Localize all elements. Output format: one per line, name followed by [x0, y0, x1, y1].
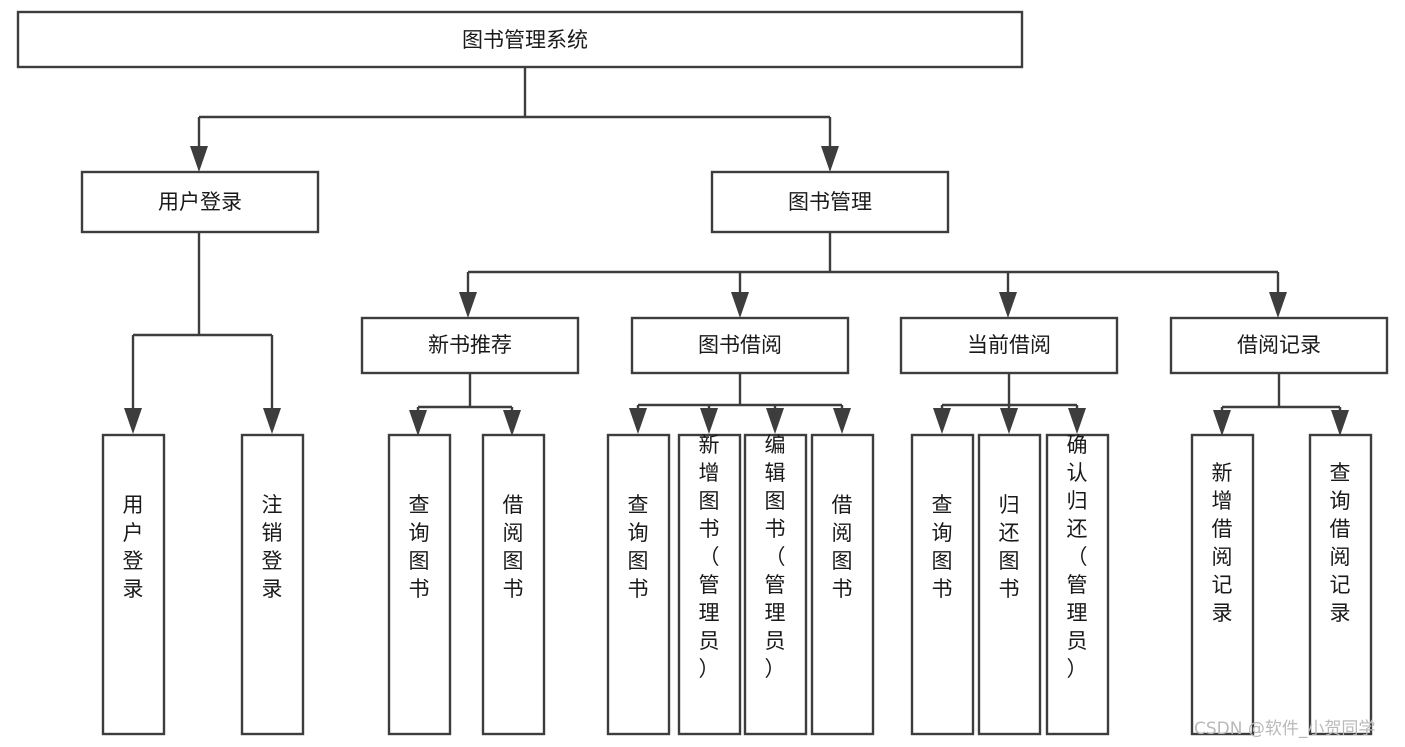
leaf-node[interactable]: 确认归还（管理员）: [1045, 433, 1110, 736]
arrow-borrow-l2: [700, 408, 718, 434]
connector-layer: [124, 67, 1349, 436]
node-borrow-records[interactable]: 借阅记录: [1169, 316, 1389, 375]
arrow-newbook-l1: [409, 410, 427, 436]
leaf-node[interactable]: 查询图书: [387, 433, 452, 736]
leaf-borrow-take-label: 借阅图书: [832, 493, 853, 601]
node-user-login-label: 用户登录: [158, 190, 242, 214]
node-root-label: 图书管理系统: [462, 28, 588, 52]
node-book-management[interactable]: 图书管理: [710, 170, 950, 234]
leaf-user-login-label: 用户登录: [123, 493, 144, 601]
leaf-record-add-box[interactable]: [1190, 433, 1255, 736]
node-current-borrow-box[interactable]: [899, 316, 1119, 375]
node-root[interactable]: 图书管理系统: [16, 10, 1024, 69]
arrow-current-l2: [1000, 408, 1018, 434]
node-borrow-records-label: 借阅记录: [1237, 333, 1321, 357]
leaf-user-login-box[interactable]: [101, 433, 166, 736]
node-book-borrow-label: 图书借阅: [698, 333, 782, 357]
leaf-record-add-label: 新增借阅记录: [1212, 461, 1233, 625]
leaf-node[interactable]: 归还图书: [977, 433, 1042, 736]
arrow-borrow-l3: [766, 408, 784, 434]
arrow-bookmgmt-c2: [731, 292, 749, 318]
node-user-login[interactable]: 用户登录: [80, 170, 320, 234]
node-current-borrow-label: 当前借阅: [967, 333, 1051, 357]
arrow-current-l3: [1068, 408, 1086, 434]
leaf-newbook-query-box[interactable]: [387, 433, 452, 736]
leaf-current-confirm-label: 确认归还（管理员）: [1067, 433, 1088, 681]
leaf-logout-box[interactable]: [240, 433, 305, 736]
leaf-record-query-label: 查询借阅记录: [1330, 461, 1351, 625]
leaf-node[interactable]: 用户登录: [101, 433, 166, 736]
arrow-records-l1: [1213, 410, 1231, 436]
leaf-newbook-borrow-box[interactable]: [481, 433, 546, 736]
node-root-box[interactable]: [16, 10, 1024, 69]
leaf-borrow-query-label: 查询图书: [628, 493, 649, 601]
arrow-root-to-user-login: [190, 146, 208, 172]
node-borrow-records-box[interactable]: [1169, 316, 1389, 375]
node-book-borrow-box[interactable]: [630, 316, 850, 375]
leaf-current-query-box[interactable]: [910, 433, 975, 736]
leaf-node[interactable]: 新增借阅记录: [1190, 433, 1255, 736]
node-new-book-recommend-label: 新书推荐: [428, 333, 512, 357]
arrow-bookmgmt-c1: [459, 292, 477, 318]
arrow-current-l1: [933, 408, 951, 434]
arrow-records-l2: [1331, 410, 1349, 436]
leaf-node[interactable]: 新增图书（管理员）: [677, 433, 742, 736]
arrow-userlogin-leaf1: [124, 408, 142, 434]
arrow-newbook-l2: [503, 410, 521, 436]
leaf-newbook-borrow-label: 借阅图书: [503, 493, 524, 601]
leaf-logout-label: 注销登录: [262, 493, 283, 601]
leaf-node[interactable]: 借阅图书: [481, 433, 546, 736]
node-new-book-recommend-box[interactable]: [360, 316, 580, 375]
node-book-management-box[interactable]: [710, 170, 950, 234]
node-book-management-label: 图书管理: [788, 190, 872, 214]
leaf-borrow-take-box[interactable]: [810, 433, 875, 736]
leaf-record-query-box[interactable]: [1308, 433, 1373, 736]
leaf-node[interactable]: 借阅图书: [810, 433, 875, 736]
csdn-watermark: CSDN @软件_小贺同学: [1194, 719, 1375, 739]
leaf-newbook-query-label: 查询图书: [409, 493, 430, 601]
leaf-current-return-box[interactable]: [977, 433, 1042, 736]
leaf-current-return-label: 归还图书: [999, 493, 1020, 601]
leaf-borrow-add-label: 新增图书（管理员）: [699, 433, 720, 681]
leaf-node[interactable]: 注销登录: [240, 433, 305, 736]
arrow-borrow-l1: [629, 408, 647, 434]
arrow-userlogin-leaf2: [263, 408, 281, 434]
node-book-borrow[interactable]: 图书借阅: [630, 316, 850, 375]
leaf-current-query-label: 查询图书: [932, 493, 953, 601]
leaf-node[interactable]: 查询借阅记录: [1308, 433, 1373, 736]
arrow-root-to-book-mgmt: [821, 146, 839, 172]
leaf-borrow-query-box[interactable]: [606, 433, 671, 736]
arrow-bookmgmt-c3: [999, 292, 1017, 318]
node-current-borrow[interactable]: 当前借阅: [899, 316, 1119, 375]
node-new-book-recommend[interactable]: 新书推荐: [360, 316, 580, 375]
leaf-borrow-add-box[interactable]: [677, 433, 742, 736]
leaf-current-confirm-box[interactable]: [1045, 433, 1110, 736]
leaf-node[interactable]: 编辑图书（管理员）: [743, 433, 808, 736]
leaf-borrow-edit-box[interactable]: [743, 433, 808, 736]
arrow-bookmgmt-c4: [1269, 292, 1287, 318]
leaf-node[interactable]: 查询图书: [910, 433, 975, 736]
arrow-borrow-l4: [833, 408, 851, 434]
leaf-node[interactable]: 查询图书: [606, 433, 671, 736]
node-user-login-box[interactable]: [80, 170, 320, 234]
leaf-borrow-edit-label: 编辑图书（管理员）: [765, 433, 786, 681]
